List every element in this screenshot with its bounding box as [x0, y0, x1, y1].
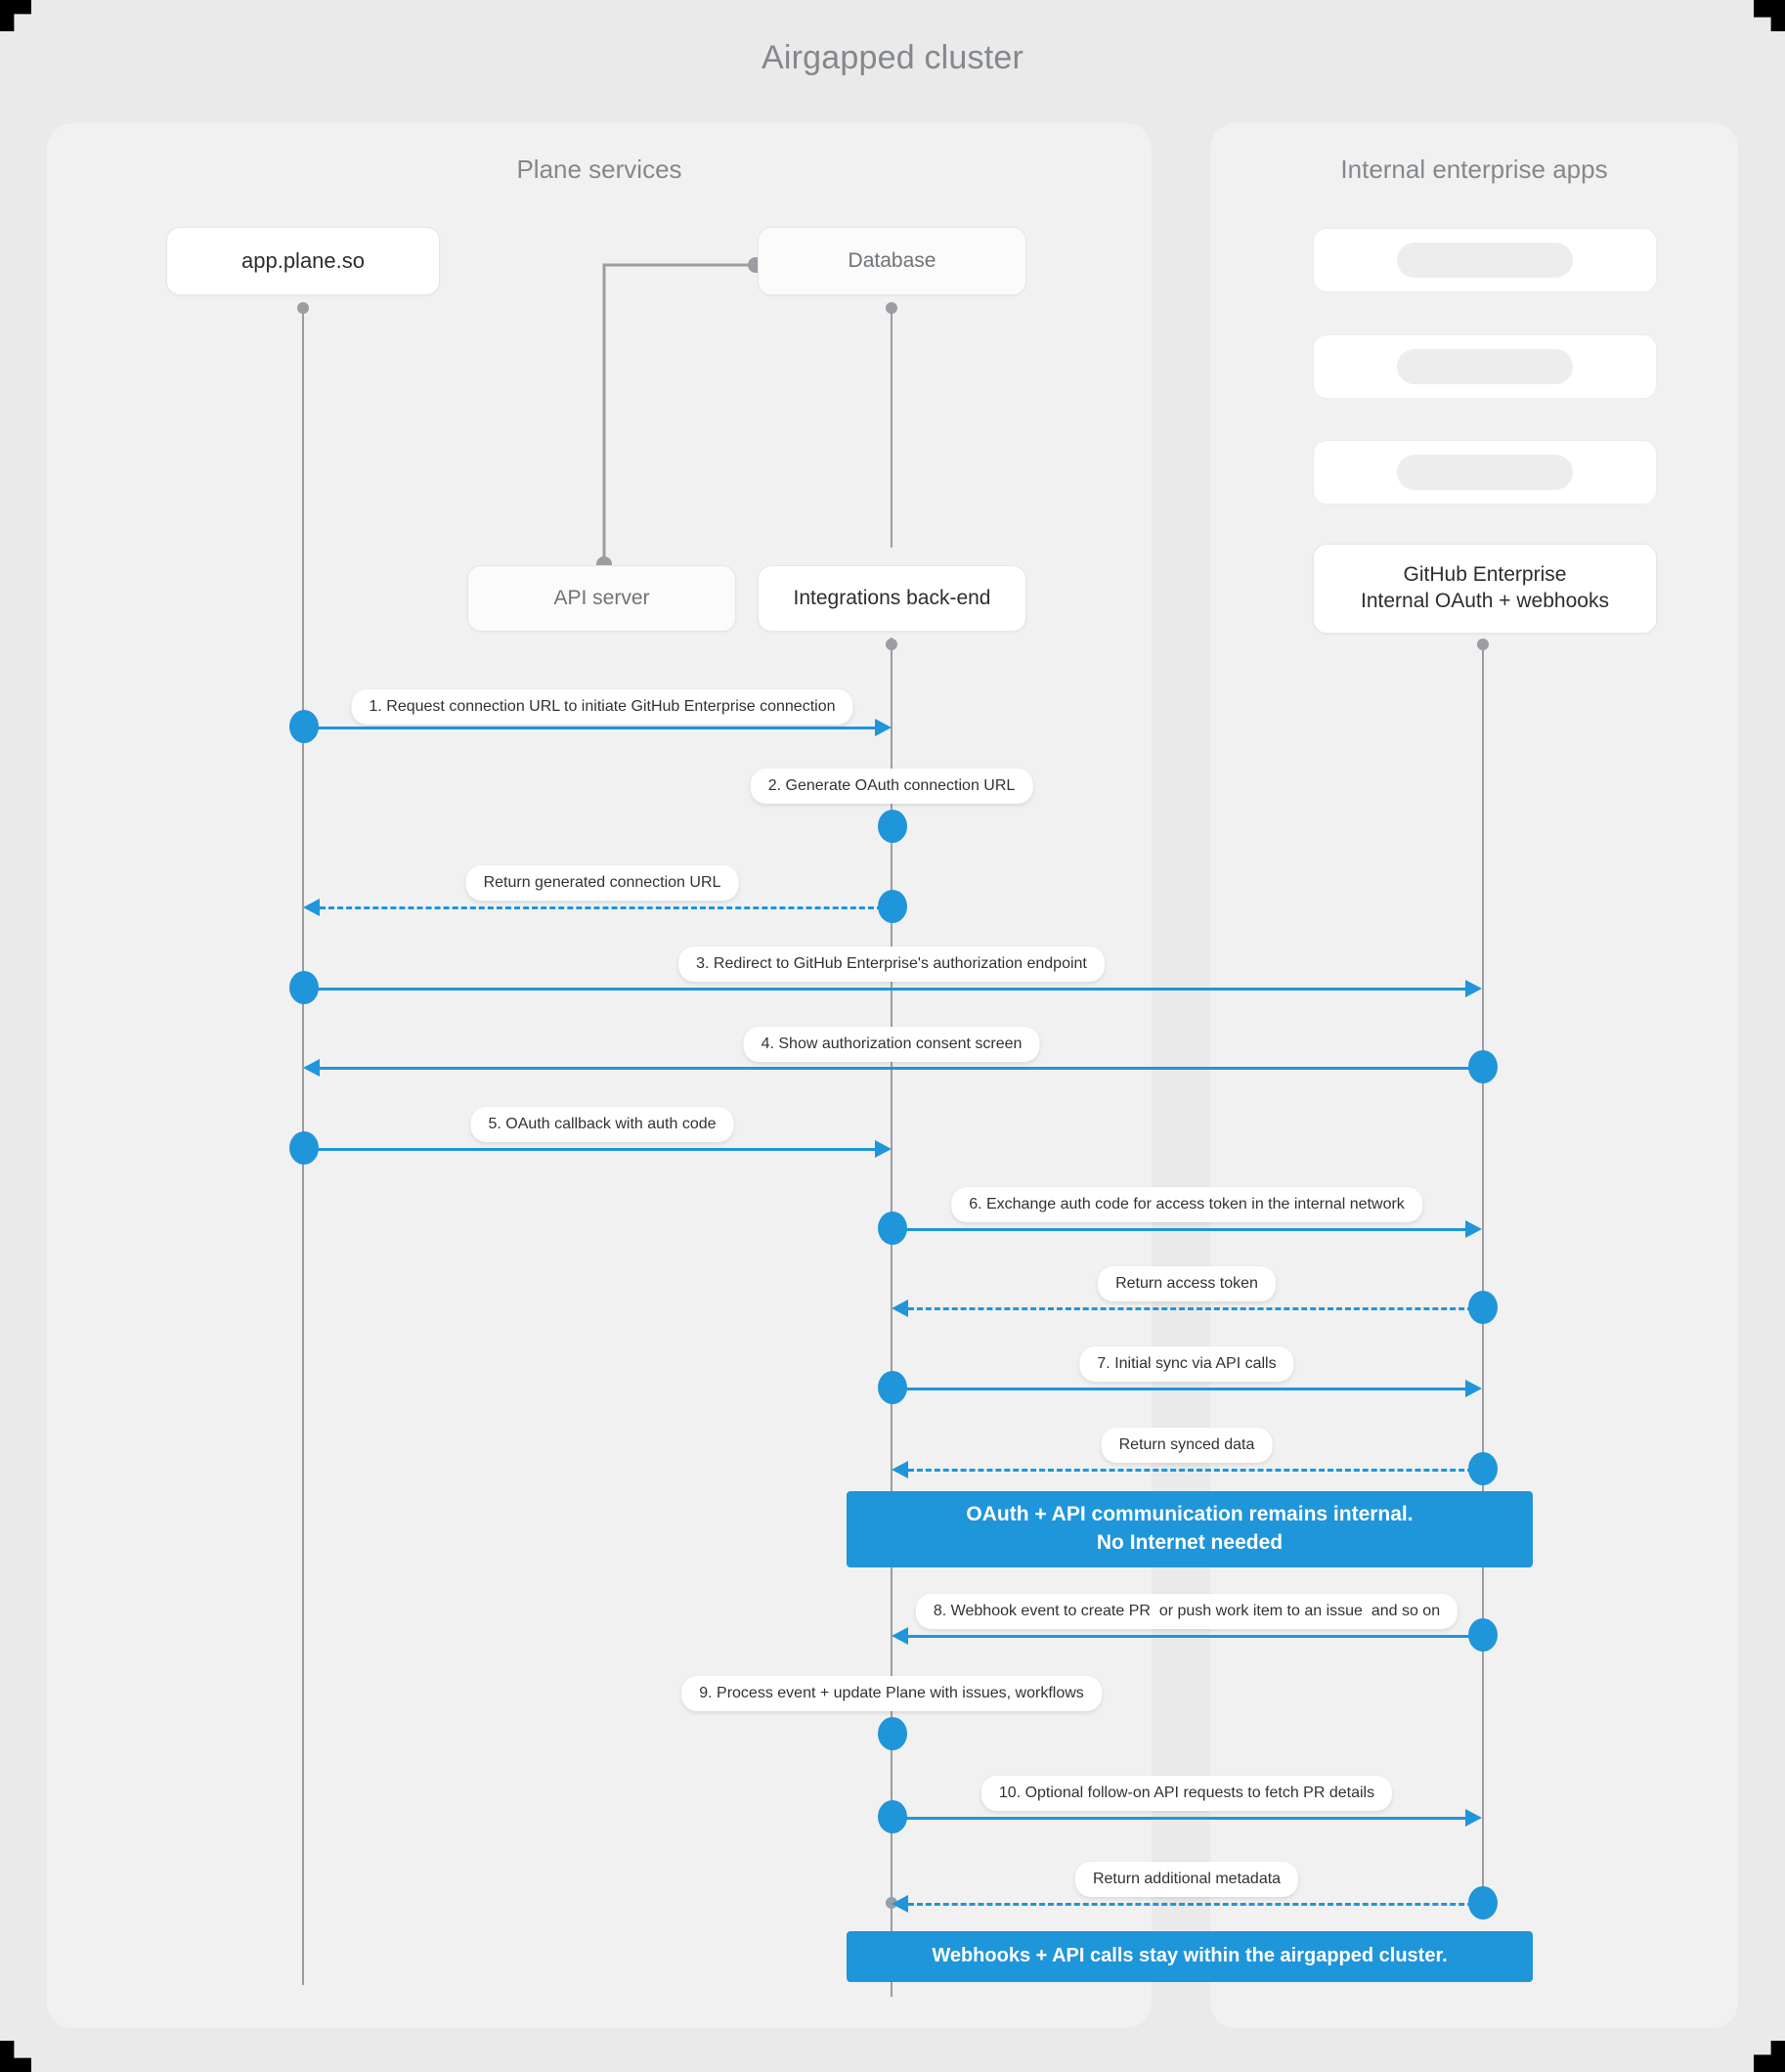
participant-app-plane-so[interactable]: app.plane.so	[166, 227, 440, 295]
activation-dot-13	[878, 1800, 907, 1833]
note-oauth-line2: No Internet needed	[1096, 1531, 1284, 1554]
message-label-12: 9. Process event + update Plane with iss…	[681, 1676, 1102, 1711]
lifeline-github-enterprise	[1482, 639, 1484, 1907]
participant-app-plane-so-label: app.plane.so	[241, 247, 365, 273]
message-label-4: 3. Redirect to GitHub Enterprise's autho…	[678, 947, 1105, 982]
message-label-8: Return access token	[1098, 1266, 1276, 1301]
note-webhook-line1: Webhooks + API calls stay within the air…	[932, 1945, 1448, 1967]
lifeline-anchor-database	[886, 302, 897, 314]
message-label-5: 4. Show authorization consent screen	[743, 1027, 1040, 1062]
note-oauth-line1: OAuth + API communication remains intern…	[966, 1503, 1414, 1526]
activation-dot-5	[1468, 1050, 1498, 1083]
message-label-2: 2. Generate OAuth connection URL	[750, 769, 1033, 804]
message-label-9: 7. Initial sync via API calls	[1079, 1346, 1294, 1382]
activation-dot-12	[878, 1717, 907, 1750]
placeholder-bar	[1397, 242, 1573, 278]
placeholder-card-2	[1313, 334, 1657, 399]
message-label-1: 1. Request connection URL to initiate Gi…	[351, 689, 853, 725]
activation-dot-7	[878, 1212, 907, 1245]
participant-api-server[interactable]: API server	[467, 565, 736, 632]
lifeline-integrations-backend	[891, 638, 892, 1997]
corner-mark-top-right	[1754, 0, 1785, 31]
lifeline-anchor-ghe	[1477, 639, 1489, 650]
placeholder-bar	[1397, 455, 1573, 490]
placeholder-card-3	[1313, 440, 1657, 505]
corner-mark-bottom-right	[1754, 2041, 1785, 2072]
message-label-3: Return generated connection URL	[465, 865, 739, 901]
participant-database-label: Database	[848, 248, 936, 272]
panel-internal-enterprise-apps-title: Internal enterprise apps	[1340, 154, 1608, 184]
activation-dot-1	[289, 710, 319, 743]
activation-dot-14	[1468, 1886, 1498, 1919]
lifeline-anchor-integrations	[886, 639, 897, 650]
placeholder-bar	[1397, 349, 1573, 384]
message-label-6: 5. OAuth callback with auth code	[470, 1107, 734, 1142]
participant-integrations-backend[interactable]: Integrations back-end	[758, 565, 1026, 632]
activation-dot-8	[1468, 1291, 1498, 1324]
message-label-14: Return additional metadata	[1074, 1862, 1299, 1897]
corner-mark-bottom-left	[0, 2041, 31, 2072]
activation-dot-10	[1468, 1452, 1498, 1485]
activation-dot-11	[1468, 1618, 1498, 1652]
activation-dot-2	[878, 810, 907, 843]
activation-dot-6	[289, 1131, 319, 1165]
message-label-13: 10. Optional follow-on API requests to f…	[980, 1776, 1393, 1811]
activation-dot-9	[878, 1371, 907, 1404]
corner-mark-top-left	[0, 0, 31, 31]
placeholder-card-1	[1313, 228, 1657, 292]
participant-github-enterprise-label: GitHub Enterprise Internal OAuth + webho…	[1361, 563, 1609, 612]
database-to-api-server-connector	[596, 257, 762, 572]
message-label-10: Return synced data	[1101, 1428, 1273, 1463]
lifeline-anchor-app	[297, 302, 309, 314]
participant-integrations-backend-label: Integrations back-end	[793, 586, 991, 609]
lifeline-database	[891, 303, 892, 548]
message-label-11: 8. Webhook event to create PR or push wo…	[915, 1594, 1458, 1629]
activation-dot-4	[289, 971, 319, 1004]
diagram-title: Airgapped cluster	[762, 39, 1023, 76]
note-webhooks-airgapped: Webhooks + API calls stay within the air…	[847, 1931, 1533, 1982]
note-oauth-internal: OAuth + API communication remains intern…	[847, 1491, 1533, 1567]
participant-database[interactable]: Database	[758, 227, 1026, 295]
activation-dot-3	[878, 890, 907, 923]
panel-plane-services-title: Plane services	[516, 154, 682, 184]
participant-github-enterprise[interactable]: GitHub Enterprise Internal OAuth + webho…	[1313, 544, 1657, 634]
message-label-7: 6. Exchange auth code for access token i…	[951, 1187, 1422, 1222]
participant-api-server-label: API server	[553, 586, 650, 609]
